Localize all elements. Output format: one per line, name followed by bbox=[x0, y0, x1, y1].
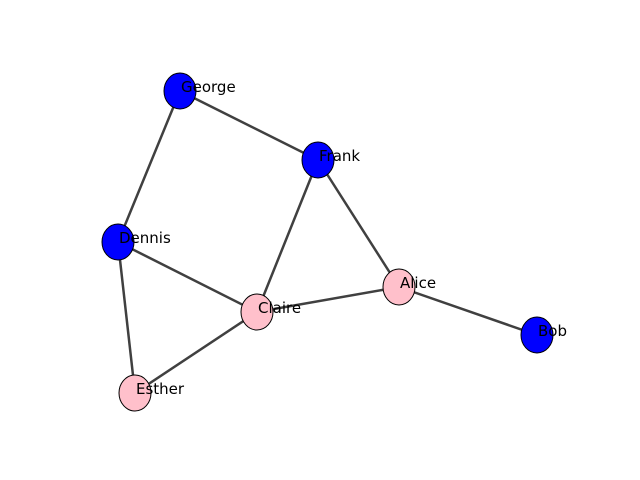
node-label-alice: Alice bbox=[400, 274, 436, 292]
edge-alice-bob bbox=[397, 285, 539, 337]
edge-george-frank bbox=[178, 89, 320, 162]
node-bob bbox=[520, 316, 554, 354]
node-label-esther: Esther bbox=[136, 380, 185, 398]
edge-frank-alice bbox=[316, 158, 401, 289]
node-frank bbox=[301, 141, 335, 179]
nodes-layer bbox=[101, 72, 554, 412]
node-label-dennis: Dennis bbox=[119, 229, 171, 247]
edge-george-dennis bbox=[116, 89, 182, 244]
node-label-claire: Claire bbox=[258, 299, 301, 317]
node-alice bbox=[382, 268, 416, 306]
node-claire bbox=[240, 293, 274, 331]
edge-claire-esther bbox=[133, 310, 259, 395]
node-label-frank: Frank bbox=[319, 147, 360, 165]
node-dennis bbox=[101, 223, 135, 261]
node-george bbox=[163, 72, 197, 110]
edge-frank-claire bbox=[255, 158, 320, 314]
edge-claire-alice bbox=[255, 285, 401, 314]
node-label-george: George bbox=[181, 78, 236, 96]
edges-layer bbox=[116, 89, 539, 395]
edge-dennis-esther bbox=[116, 240, 137, 395]
node-esther bbox=[118, 374, 152, 412]
edge-dennis-claire bbox=[116, 240, 259, 314]
node-label-bob: Bob bbox=[538, 322, 567, 340]
